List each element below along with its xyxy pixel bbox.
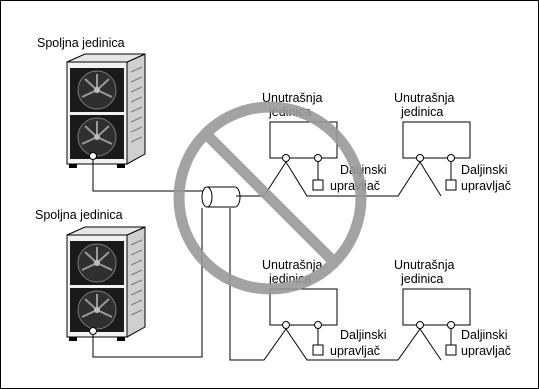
terminal	[314, 321, 322, 329]
terminal	[314, 154, 322, 162]
outdoor-unit-label-bottom: Spoljna jedinica	[35, 208, 123, 222]
terminal	[416, 154, 424, 162]
remote-label-2b: upravljač	[461, 179, 511, 193]
indoor-unit-label-3a: Unutrašnja	[262, 258, 322, 272]
indoor-unit-label-2a: Unutrašnja	[394, 91, 454, 105]
terminal	[447, 154, 455, 162]
indoor-unit-label-2b: jedinica	[400, 105, 443, 119]
wire-bottom-bus	[229, 208, 442, 361]
indoor-unit-label-4b: jedinica	[400, 272, 443, 286]
remote-label-3a: Daljinski	[340, 328, 387, 342]
terminal	[282, 154, 290, 162]
outdoor-unit-label-top: Spoljna jedinica	[37, 36, 125, 50]
remote-3	[312, 344, 324, 356]
remote-label-3b: upravljač	[330, 344, 380, 358]
remote-label-4b: upravljač	[461, 344, 511, 358]
remote-label-2a: Daljinski	[461, 163, 508, 177]
indoor-unit-label-1a: Unutrašnja	[262, 91, 322, 105]
indoor-unit-label-4a: Unutrašnja	[394, 258, 454, 272]
terminal	[89, 152, 97, 160]
wire-outdoor-bottom	[92, 208, 203, 358]
terminal	[89, 327, 97, 335]
terminal	[447, 321, 455, 329]
prohibition-sign-icon	[173, 101, 367, 295]
outdoor-unit-bottom	[66, 226, 146, 342]
remote-1	[312, 179, 324, 191]
cable-junction	[201, 186, 241, 208]
terminal	[416, 321, 424, 329]
indoor-unit-3	[269, 288, 338, 326]
remote-2	[445, 179, 457, 191]
indoor-unit-4	[402, 288, 471, 326]
wire-outdoor-top	[92, 156, 207, 192]
outdoor-unit-top	[66, 53, 146, 169]
terminal	[282, 321, 290, 329]
indoor-unit-2	[402, 121, 471, 159]
remote-4	[445, 344, 457, 356]
remote-label-4a: Daljinski	[461, 328, 508, 342]
